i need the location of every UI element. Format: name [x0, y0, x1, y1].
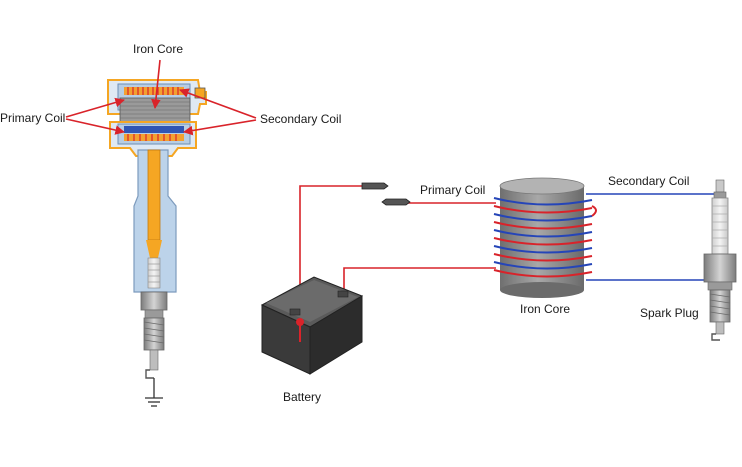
iron-core-label-left: Iron Core — [133, 42, 184, 56]
switch-contacts-icon — [361, 182, 411, 206]
primary-coil-label-left: Primary Coil — [0, 111, 66, 125]
battery-label: Battery — [283, 390, 322, 404]
secondary-coil-label-left: Secondary Coil — [260, 112, 342, 126]
primary-coil-label-right: Primary Coil — [420, 183, 486, 197]
spark-plug-label: Spark Plug — [640, 306, 699, 320]
ground-symbol-icon — [145, 378, 163, 407]
secondary-circuit-wire — [586, 193, 720, 281]
iron-core-label-right: Iron Core — [520, 302, 571, 316]
ignition-coil-cutaway-icon — [107, 79, 207, 379]
pointer-arrows-left — [65, 59, 257, 136]
coil-windings — [493, 197, 597, 278]
primary-circuit-wire — [299, 185, 496, 322]
spark-plug-icon — [703, 179, 737, 341]
battery-icon — [260, 276, 364, 375]
secondary-coil-label-right: Secondary Coil — [608, 174, 690, 188]
iron-core-cylinder — [499, 177, 585, 298]
